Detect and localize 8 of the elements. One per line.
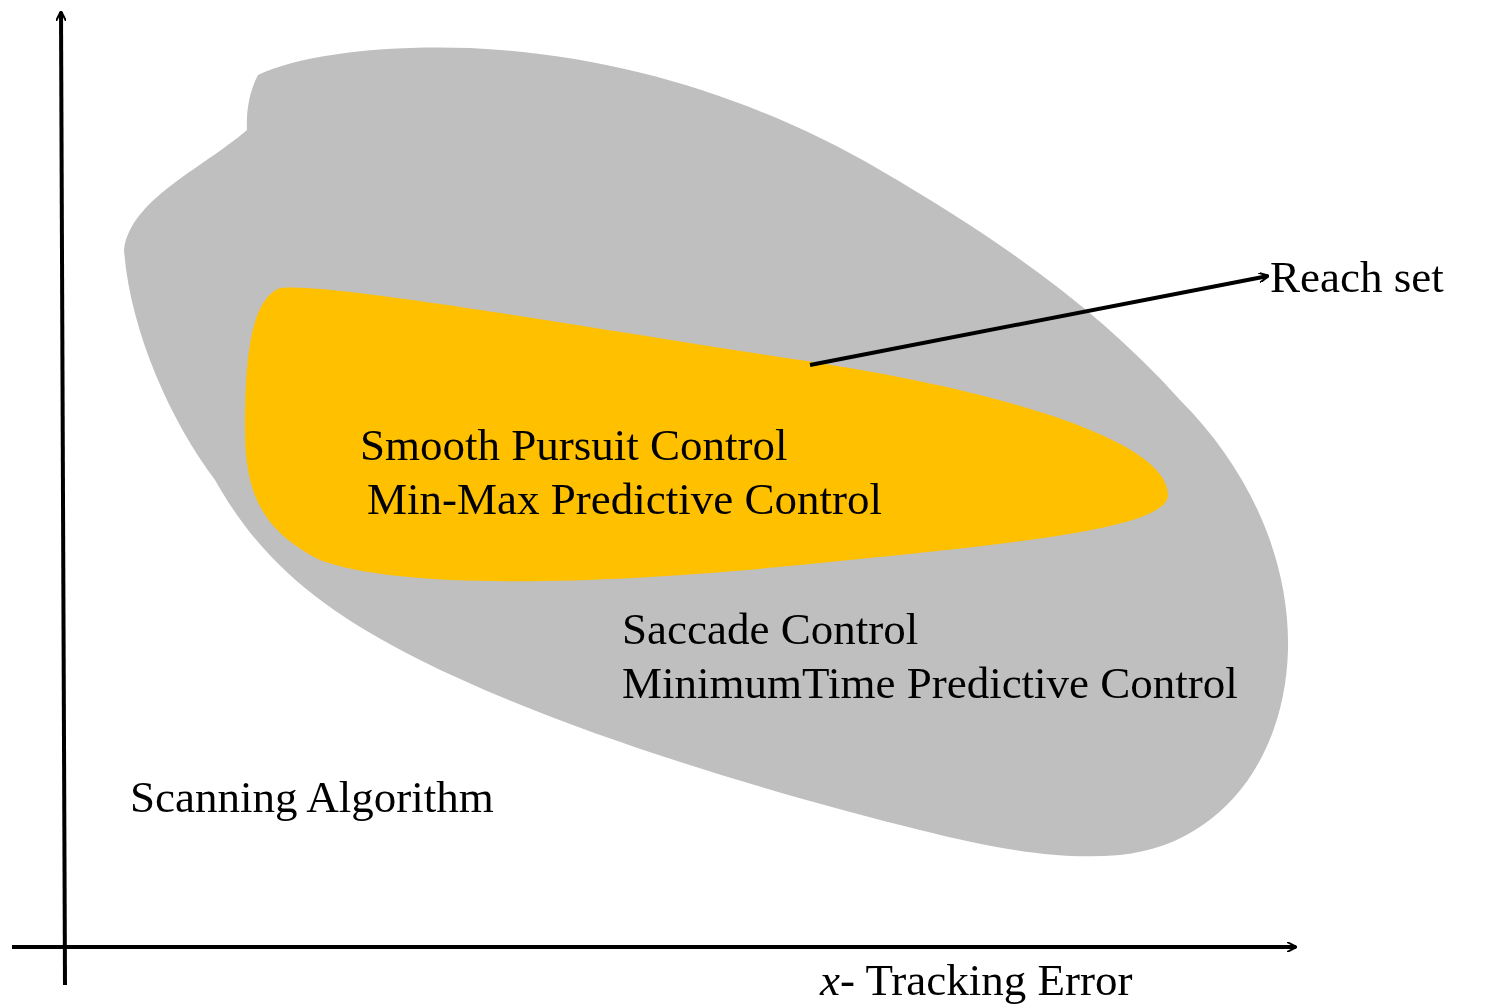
region-label: Min-Max Predictive Control [367, 473, 882, 526]
region-label: Scanning Algorithm [130, 771, 494, 824]
region-label: Saccade Control [622, 603, 919, 656]
leader-arrow [809, 271, 1270, 367]
axis-label: x- Tracking Error [820, 954, 1133, 1006]
callout-label: Reach set [1270, 250, 1482, 304]
region-label: MinimumTime Predictive Control [622, 657, 1238, 710]
region-label: Smooth Pursuit Control [360, 419, 788, 472]
